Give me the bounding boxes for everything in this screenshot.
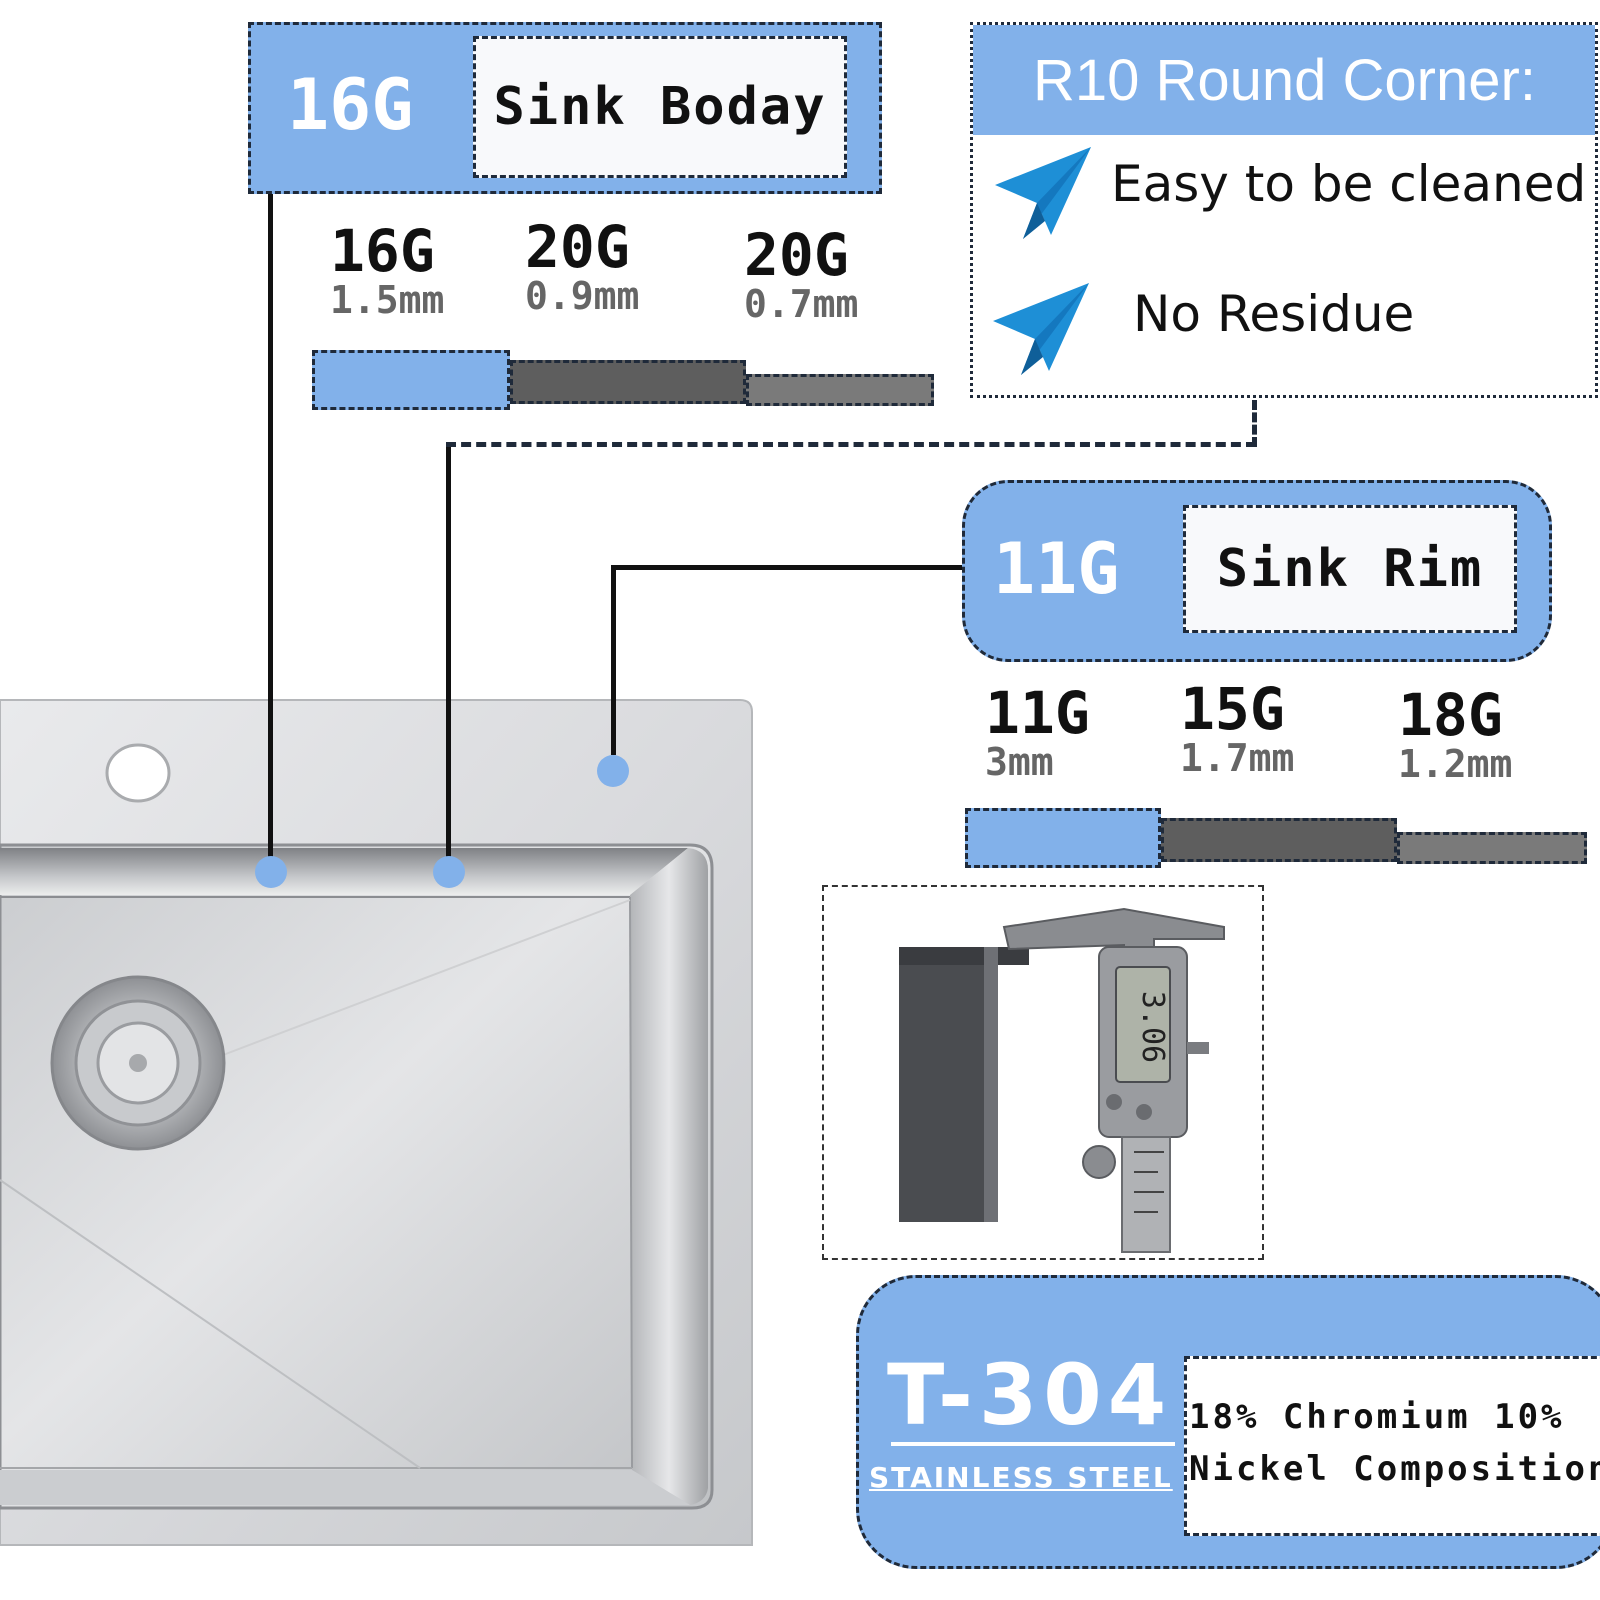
svg-text:3.06: 3.06 (1135, 991, 1170, 1063)
gauge-thickness: 0.9mm (525, 274, 640, 318)
corner-title-bar (973, 25, 1595, 135)
corner-leader-line-horizontal (446, 442, 1256, 447)
corner-leader-line-riser (1252, 400, 1257, 447)
body-gauge-label: 16G Sink Boday (248, 22, 882, 194)
body-gauge-text: Sink Boday (493, 77, 827, 137)
gauge-thickness: 1.7mm (1180, 736, 1295, 780)
rim-leader-line-vertical (611, 565, 616, 755)
body-gauge-value: 16G (287, 64, 414, 146)
gauge-thickness: 1.2mm (1398, 742, 1513, 786)
material-composition-line-1: 18% Chromium 10% (1189, 1397, 1565, 1437)
body-marker-dot (255, 856, 287, 888)
rim-gauge-option-1: 11G 3mm (985, 684, 1090, 782)
corner-marker-dot (433, 856, 465, 888)
gauge-value: 20G (744, 221, 849, 289)
rim-marker-dot (597, 755, 629, 787)
corner-feature-1: Easy to be cleaned (1111, 155, 1587, 213)
corner-leader-line-vertical (446, 445, 451, 872)
caliper-photo: 3.06 (899, 907, 1225, 1253)
gauge-value: 11G (985, 679, 1090, 747)
rim-gauge-text-box: Sink Rim (1183, 505, 1517, 633)
rim-gauge-option-3: 18G 1.2mm (1398, 686, 1512, 784)
material-panel: T-304 STAINLESS STEEL 18% Chromium 10% N… (856, 1275, 1600, 1569)
body-gauge-option-2: 20G 0.9mm (525, 218, 639, 316)
gauge-value: 15G (1180, 675, 1285, 743)
body-thickness-bar-3 (746, 374, 934, 406)
gauge-value: 18G (1398, 681, 1503, 749)
material-composition-line-2: Nickel Composition (1189, 1449, 1600, 1489)
caliper-photo-frame: 3.06 (822, 885, 1264, 1260)
gauge-thickness: 1.5mm (330, 278, 445, 322)
material-composition-box: 18% Chromium 10% Nickel Composition (1184, 1356, 1600, 1536)
rim-thickness-bar-1 (965, 808, 1161, 868)
body-thickness-bar-2 (510, 360, 746, 404)
material-grade: T-304 (887, 1346, 1173, 1444)
body-leader-line (268, 192, 273, 872)
rim-thickness-bar-2 (1161, 818, 1397, 862)
corner-feature-2: No Residue (1133, 285, 1415, 343)
gauge-value: 20G (525, 213, 630, 281)
body-gauge-text-box: Sink Boday (473, 36, 847, 178)
rim-gauge-label: 11G Sink Rim (962, 480, 1552, 662)
paper-plane-icon (995, 147, 1091, 239)
body-thickness-bar-1 (312, 350, 510, 410)
gauge-thickness: 3mm (985, 740, 1054, 784)
rim-gauge-option-2: 15G 1.7mm (1180, 680, 1294, 778)
body-gauge-option-3: 20G 0.7mm (744, 226, 858, 324)
rim-gauge-text: Sink Rim (1216, 539, 1484, 599)
corner-feature-panel: R10 Round Corner: Easy to be cleaned No … (970, 22, 1598, 398)
gauge-thickness: 0.7mm (744, 282, 859, 326)
rim-gauge-value: 11G (993, 528, 1120, 610)
material-grade-underline (891, 1442, 1175, 1446)
gauge-value: 16G (330, 217, 435, 285)
rim-thickness-bar-3 (1397, 832, 1587, 864)
material-subtitle: STAINLESS STEEL (869, 1461, 1173, 1494)
paper-plane-icon (993, 283, 1089, 375)
body-gauge-option-1: 16G 1.5mm (330, 222, 444, 320)
rim-leader-line-horizontal (611, 565, 971, 570)
corner-title: R10 Round Corner: (1033, 48, 1536, 113)
